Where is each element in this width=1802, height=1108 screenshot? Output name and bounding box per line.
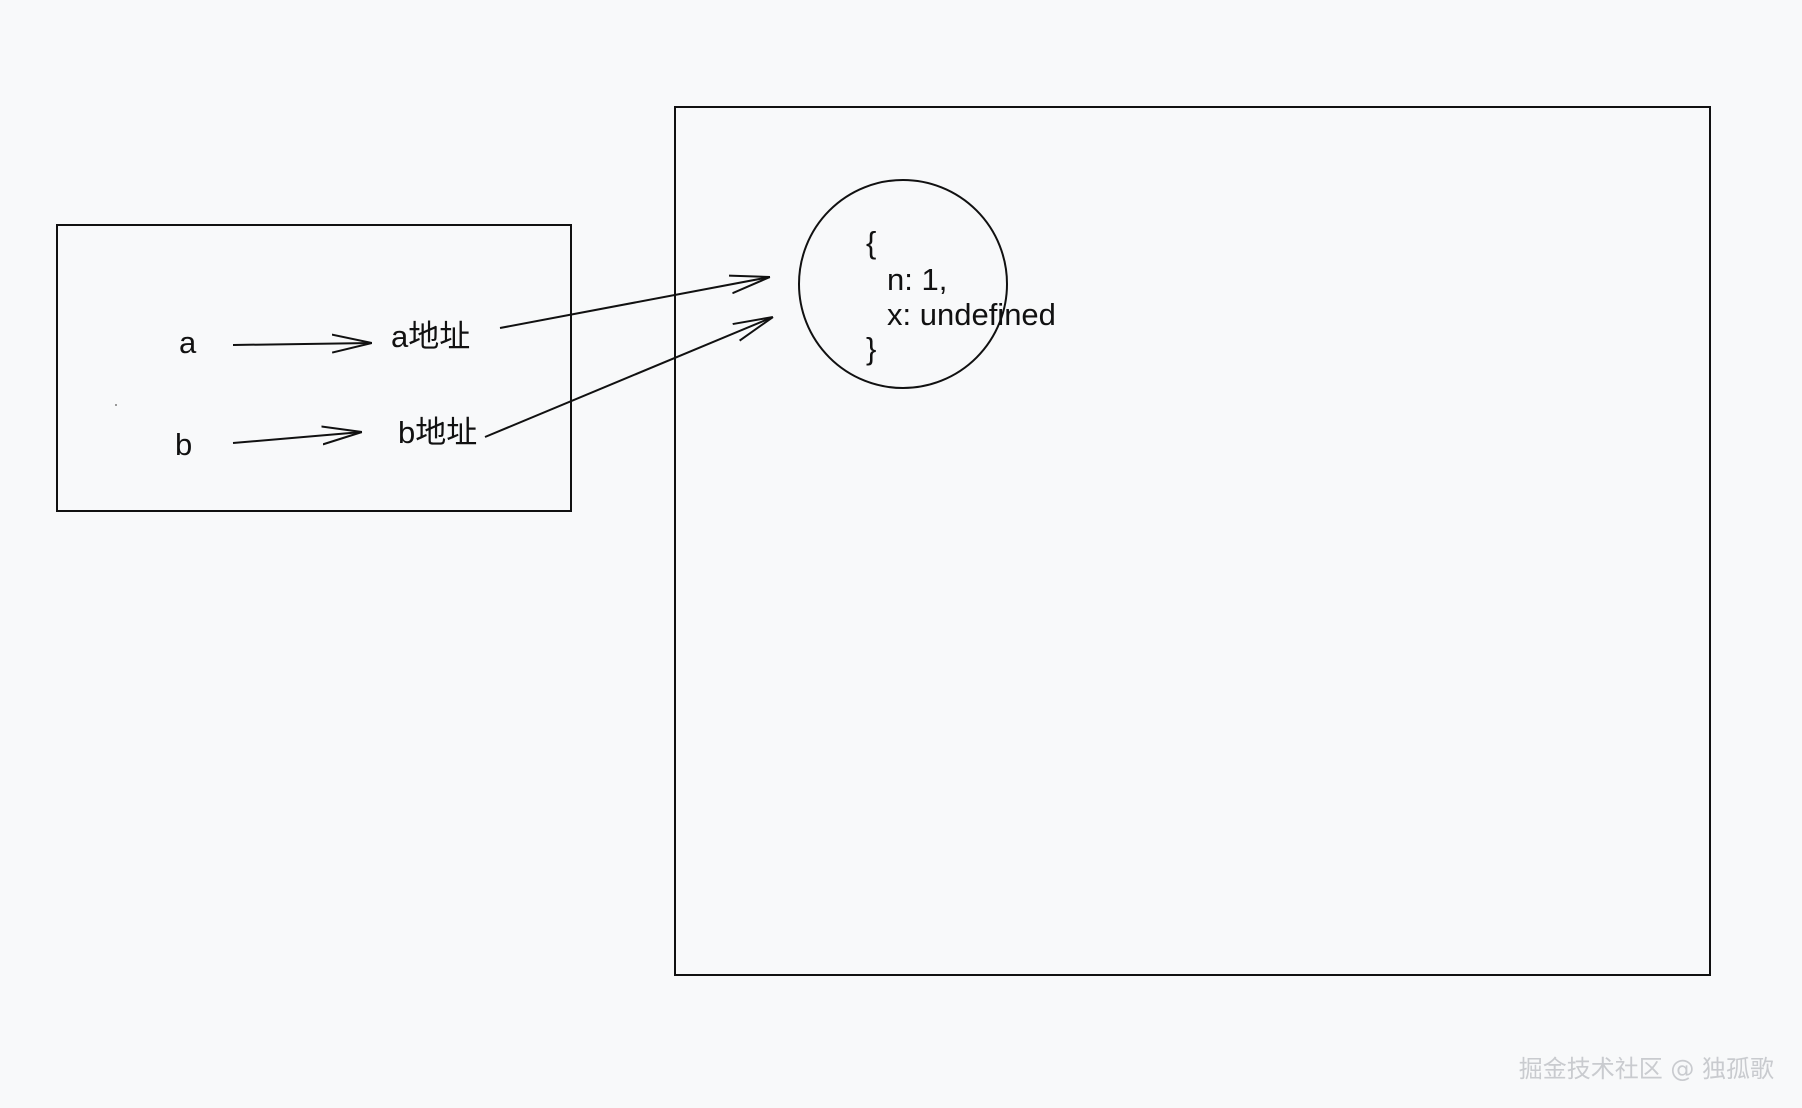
address-a-label: a地址 — [391, 319, 471, 354]
variable-a-label: a — [179, 325, 197, 360]
arrow-b-address-to-object — [484, 317, 773, 438]
watermark-text: 掘金技术社区 @ 独孤歌 — [1518, 1055, 1774, 1083]
heap-object-circle — [798, 179, 1008, 389]
arrow-a-address-to-object — [499, 277, 770, 329]
stray-dot — [115, 404, 117, 406]
heap-box — [674, 106, 1711, 976]
object-close-brace: } — [866, 331, 877, 366]
variable-b-label: b — [175, 427, 193, 462]
address-b-label: b地址 — [398, 415, 478, 450]
object-open-brace: { — [866, 225, 877, 260]
object-property-x: x: undefined — [887, 297, 1056, 332]
arrow-a-to-address — [232, 343, 372, 345]
arrow-b-to-address — [232, 432, 362, 443]
stack-box — [56, 224, 572, 512]
object-property-n: n: 1, — [887, 262, 948, 297]
